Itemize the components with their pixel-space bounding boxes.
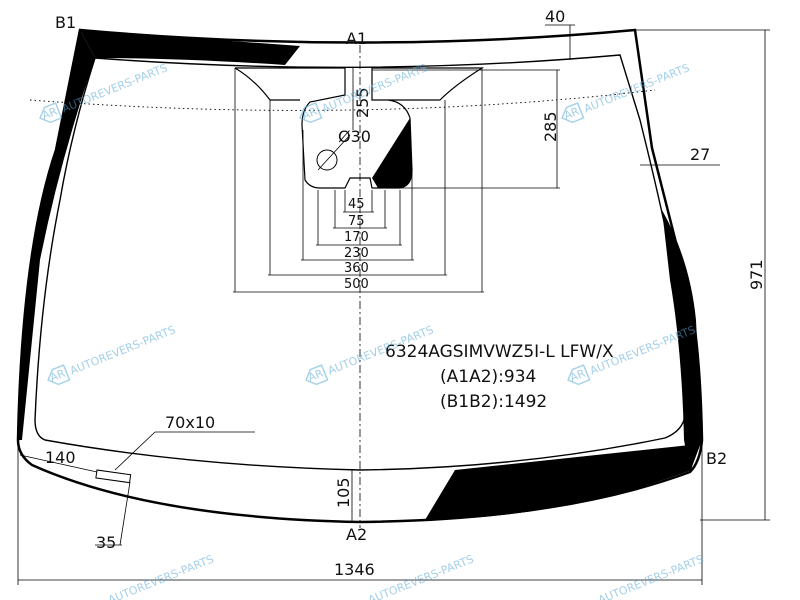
watermark-8: AUTOREVERS-PARTS [366, 553, 475, 600]
svg-text:AR: AR [300, 105, 319, 123]
dim-1346-label: 1346 [334, 560, 375, 579]
point-b2-label: B2 [706, 449, 727, 468]
dim-35-leader [119, 481, 131, 546]
watermark-logo-icon [47, 364, 71, 386]
ceramic-band-top-left [80, 30, 300, 65]
watermark-4: AR AUTOREVERS-PARTS [47, 323, 177, 386]
ceramic-band-bottom-right [425, 445, 692, 520]
dim-27-label: 27 [690, 145, 710, 164]
vin-window [95, 469, 132, 484]
dim-70x10-leader-1 [114, 431, 156, 471]
sensor-width-dims [233, 68, 484, 293]
ceramic-band-left [18, 30, 95, 440]
svg-text:AUTOREVERS-PARTS: AUTOREVERS-PARTS [596, 553, 705, 600]
dim-105-label: 105 [334, 477, 353, 508]
sensor-area-left-ear [234, 67, 300, 101]
svg-text:AUTOREVERS-PARTS: AUTOREVERS-PARTS [366, 553, 475, 600]
product-code: 6324AGSIMVWZ5I-L LFW/X [385, 342, 614, 362]
svg-text:AUTOREVERS-PARTS: AUTOREVERS-PARTS [106, 553, 215, 600]
dim-140-line [19, 454, 98, 473]
svg-text:AR: AR [40, 105, 59, 123]
dim-230-label: 230 [344, 246, 369, 261]
dim-170-label: 170 [344, 230, 369, 245]
svg-text:AR: AR [48, 367, 67, 385]
watermark-logo-icon [305, 364, 329, 386]
dim-971-label: 971 [747, 259, 766, 290]
svg-text:AUTOREVERS-PARTS: AUTOREVERS-PARTS [68, 323, 177, 377]
dim-285-label: 285 [541, 111, 560, 142]
product-a1a2: (A1A2):934 [440, 367, 536, 387]
dim-75-label: 75 [348, 214, 365, 229]
sensor-circle-leader [317, 134, 351, 171]
dim-45-label: 45 [348, 197, 365, 212]
point-a2-label: A2 [346, 525, 367, 544]
dim-40-label: 40 [545, 7, 565, 26]
dim-255-label: 255 [353, 87, 372, 118]
point-b1-label: B1 [55, 13, 76, 32]
dim-500-label: 500 [344, 277, 369, 292]
watermark-7: AUTOREVERS-PARTS [106, 553, 215, 600]
dim-diameter-label: Ø30 [338, 127, 371, 146]
watermark-3: AR AUTOREVERS-PARTS [561, 61, 691, 124]
svg-text:AR: AR [562, 105, 581, 123]
watermark-logo-icon [567, 364, 591, 386]
product-b1b2: (B1B2):1492 [440, 392, 547, 412]
watermark-logo-icon [39, 102, 63, 124]
svg-text:AR: AR [306, 367, 325, 385]
svg-text:AUTOREVERS-PARTS: AUTOREVERS-PARTS [320, 61, 429, 115]
dim-35-label: 35 [96, 533, 116, 552]
watermark-logo-icon [561, 102, 585, 124]
watermark-1: AR AUTOREVERS-PARTS [39, 61, 169, 124]
ceramic-band-right [662, 210, 702, 472]
point-a1-label: A1 [346, 29, 367, 48]
watermark-9: AUTOREVERS-PARTS [596, 553, 705, 600]
watermark-logo-icon [299, 102, 323, 124]
dim-140-label: 140 [45, 448, 76, 467]
glass-outline [16, 28, 704, 524]
sensor-black-patch [372, 118, 412, 188]
svg-text:AR: AR [568, 367, 587, 385]
dim-360-label: 360 [344, 261, 369, 276]
dim-vin-label: 70x10 [165, 413, 215, 432]
sensor-circle [316, 149, 338, 171]
inner-vision-outline [34, 54, 687, 471]
